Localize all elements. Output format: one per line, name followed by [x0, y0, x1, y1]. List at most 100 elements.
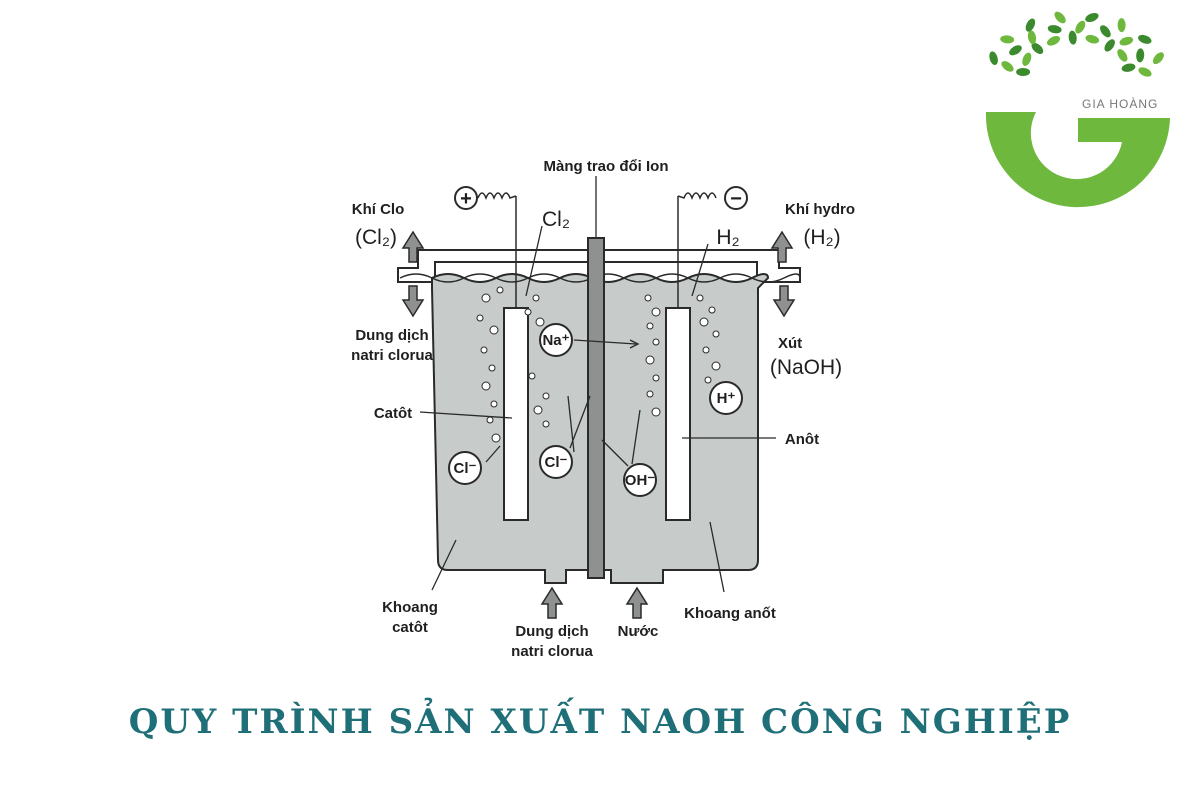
leaf-icon	[1016, 68, 1031, 76]
gas-bubble	[496, 286, 504, 294]
gas-bubble	[481, 293, 491, 303]
h2-gas-label: Khí hydro	[785, 201, 855, 218]
gas-bubble	[489, 325, 499, 335]
ion-cl-mid-label: Cl⁻	[545, 454, 568, 471]
anode-chamber-pointer	[709, 521, 725, 593]
caustic-label: Xút	[778, 335, 802, 352]
na-migration-head	[629, 339, 640, 349]
anode-chamber-label: Khoang anốt	[684, 605, 776, 622]
gas-bubble	[702, 346, 710, 354]
leaf-icon	[1027, 30, 1037, 45]
leaf-icon	[989, 51, 998, 66]
leaf-icon	[1104, 39, 1115, 52]
cl-mid-arrow-a	[569, 395, 591, 449]
minus-terminal-sign: −	[730, 188, 742, 210]
ion-cl-mid-circle	[539, 445, 573, 479]
gas-bubble	[480, 346, 488, 354]
ions: Na⁺ H⁺ Cl⁻ Cl⁻ OH⁻	[448, 323, 743, 497]
leaf-icon	[1152, 52, 1164, 65]
gas-bubble	[524, 308, 532, 316]
leaf-icon	[1138, 34, 1152, 44]
gas-bubble	[532, 294, 540, 302]
minus-terminal-icon	[724, 186, 748, 210]
leaf-icon	[1001, 61, 1014, 72]
leaf-icon	[1025, 18, 1036, 32]
leaf-icon	[1138, 67, 1152, 77]
leaf-icon	[1022, 52, 1032, 66]
cathode-electrode	[503, 307, 529, 521]
ion-na-circle	[539, 323, 573, 357]
plus-terminal-icon	[454, 186, 478, 210]
gas-bubble	[651, 407, 661, 417]
gas-bubble	[712, 330, 720, 338]
caustic-formula: (NaOH)	[770, 356, 842, 379]
gas-bubble	[652, 374, 660, 382]
leaf-icon	[1047, 36, 1060, 46]
leaf-icon	[1121, 63, 1136, 72]
ion-exchange-membrane	[587, 237, 605, 579]
ion-na-label: Na⁺	[542, 332, 569, 349]
gas-bubble	[486, 416, 494, 424]
minus-coil-icon	[677, 192, 717, 201]
pointer-lines	[419, 176, 776, 593]
anode-label: Anôt	[785, 431, 819, 448]
flow-arrows	[401, 230, 796, 619]
water-in-up-arrow	[625, 586, 649, 619]
electrolyte-surface	[399, 273, 801, 283]
gas-bubble	[696, 294, 704, 302]
cathode-chamber-line1: Khoang	[382, 599, 438, 616]
cl-mid-arrow-b	[567, 395, 575, 453]
gas-bubbles	[476, 286, 721, 443]
leaf-cluster-icon	[989, 11, 1164, 77]
oh-arrow-b	[631, 409, 641, 465]
gas-bubble	[699, 317, 709, 327]
gas-bubble	[476, 314, 484, 322]
brine-in-up-arrow	[540, 586, 564, 619]
gas-bubble	[490, 400, 498, 408]
cathode-chamber-line2: catôt	[392, 619, 428, 636]
anode-electrode	[665, 307, 691, 521]
leaf-icon	[1100, 25, 1111, 38]
leaf-icon	[1117, 18, 1126, 33]
logo-text: GIA HOÀNG	[1082, 96, 1158, 111]
cl2-pointer	[525, 225, 543, 297]
gas-bubble	[644, 294, 652, 302]
gas-bubble	[542, 420, 550, 428]
leaf-icon	[1000, 35, 1015, 44]
brine-out-down-arrow	[401, 285, 425, 318]
leaf-icon	[1075, 20, 1086, 34]
brine-in-line1: Dung dịch	[515, 623, 588, 640]
gas-bubble	[488, 364, 496, 372]
gas-bubble	[491, 433, 501, 443]
cathode-chamber-pointer	[431, 539, 457, 591]
oh-arrow-a	[601, 439, 629, 467]
ion-cl-left-label: Cl⁻	[454, 460, 477, 477]
page-title: QUY TRÌNH SẢN XUẤT NAOH CÔNG NGHIỆP	[128, 702, 1072, 742]
gas-bubble	[535, 317, 545, 327]
leaf-icon	[1068, 30, 1077, 45]
h2-formula: (H₂)	[803, 226, 840, 249]
leaf-icon	[1047, 25, 1062, 34]
letter-g-icon	[985, 112, 1170, 208]
cl-left-arrow	[485, 445, 501, 463]
gia-hoang-logo: GIA HOÀNG	[985, 11, 1170, 208]
leaf-icon	[1009, 45, 1022, 56]
cl2-formula: (Cl₂)	[355, 226, 397, 249]
leaf-icon	[1085, 12, 1099, 23]
h2-bubble-label: H₂	[716, 226, 739, 249]
brine-out-line1: Dung dịch	[355, 327, 428, 344]
cl2-up-arrow	[401, 230, 425, 263]
water-in-label: Nước	[618, 623, 659, 640]
gas-bubble	[708, 306, 716, 314]
ion-h-circle	[709, 381, 743, 415]
h2-up-arrow	[770, 230, 794, 263]
ion-oh-circle	[623, 463, 657, 497]
leaf-icon	[1136, 48, 1145, 63]
gas-bubble	[645, 355, 655, 365]
gas-bubble	[542, 392, 550, 400]
cathode-label: Catôt	[374, 405, 412, 422]
ion-cl-left-circle	[448, 451, 482, 485]
na-migration-arrow	[573, 339, 637, 345]
